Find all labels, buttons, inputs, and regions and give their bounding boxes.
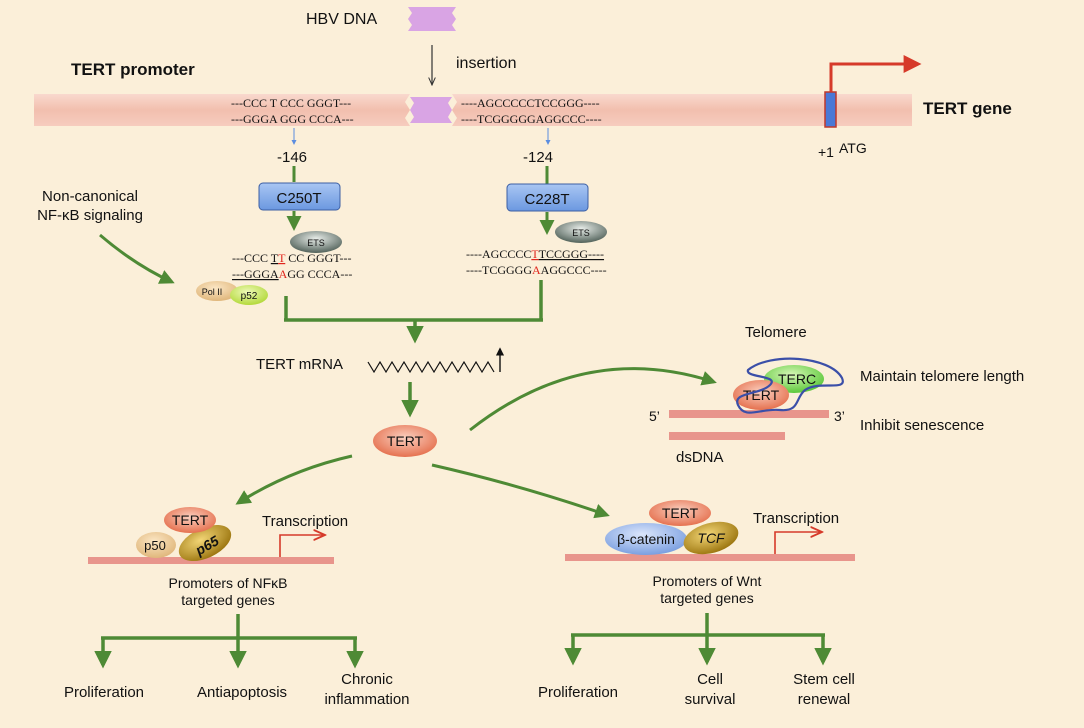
mut-left-top: ---CCC TT CC GGGT---: [232, 251, 352, 265]
wnt-promoters-line1: Promoters of Wnt: [653, 573, 762, 589]
hbv-label: HBV DNA: [306, 11, 377, 28]
maintain-label: Maintain telomere length: [860, 368, 1024, 385]
ets-left-label: ETS: [307, 238, 325, 248]
mut-left-bottom: ---GGGAAGG CCCA---: [232, 267, 352, 281]
inhibit-label: Inhibit senescence: [860, 417, 984, 434]
hbv-inserted: [410, 97, 452, 123]
position-minus124: -124: [523, 149, 553, 166]
wnt-out-cell: Cell: [697, 671, 723, 688]
hbv-dna-fragment: [408, 7, 456, 31]
arrow-to-nfkb: [235, 454, 353, 505]
tert-telomerase-label: TERT: [743, 387, 780, 403]
ets-left: [290, 231, 342, 253]
nfkb-tert-label: TERT: [172, 512, 209, 528]
p52: [230, 285, 268, 305]
tert-mrna-label: TERT mRNA: [256, 356, 343, 373]
wnt-out-renewal: renewal: [798, 691, 851, 708]
wnt-promoter-bar: [565, 554, 855, 561]
seq-right-top: ----AGCCCCCTCCGGG----: [461, 96, 600, 110]
nfkb-p50: [136, 532, 176, 558]
nfkb-promoters-line1: Promoters of NFκB: [168, 575, 287, 591]
insertion-label: insertion: [456, 55, 516, 72]
c250t-label: C250T: [276, 190, 321, 207]
nfkb-p50-label: p50: [144, 538, 166, 553]
p52-label: p52: [241, 291, 258, 302]
wnt-out-survival: survival: [685, 691, 736, 708]
c228t-label: C228T: [524, 191, 569, 208]
atg-label: ATG: [839, 140, 867, 156]
mut-right-top: ----AGCCCCTTCCGGG----: [466, 247, 604, 261]
nfkb-out-inflammation: inflammation: [324, 691, 409, 708]
telomere-strand-bottom: [669, 432, 785, 440]
pol-ii-label: Pol II: [202, 287, 223, 297]
position-minus146: -146: [277, 149, 307, 166]
nfkb-out-proliferation: Proliferation: [64, 684, 144, 701]
ets-right-label: ETS: [572, 228, 590, 238]
wnt-tert: [649, 500, 711, 526]
wnt-tcf-label: TCF: [697, 530, 726, 546]
dsdna-label: dsDNA: [676, 449, 724, 466]
c250t-box: [258, 182, 341, 211]
wnt-tss-arrow: [774, 532, 822, 554]
nfkb-tss-arrow: [279, 535, 325, 557]
c228t-box: [506, 183, 589, 212]
noncanonical-line1: Non-canonical: [42, 188, 138, 205]
wnt-out-proliferation: Proliferation: [538, 684, 618, 701]
nfkb-tert: [164, 507, 216, 533]
telomere-label: Telomere: [745, 324, 807, 341]
wnt-tert-label: TERT: [662, 505, 699, 521]
seq-right-bottom: ----TCGGGGGAGGCCC----: [461, 112, 602, 126]
nfkb-p65: [178, 524, 232, 562]
mut-right-bottom: ----TCGGGGAAGGCCC----: [466, 263, 607, 277]
nfkb-promoter-bar: [88, 557, 334, 564]
seq-left-bottom: ---GGGA GGG CCCA---: [231, 112, 354, 126]
mrna-wave: [367, 360, 495, 374]
five-prime-label: 5’: [649, 408, 660, 424]
nfkb-transcription-label: Transcription: [262, 513, 348, 530]
wnt-promoters-line2: targeted genes: [660, 590, 753, 606]
atg-plus1: +1: [818, 144, 834, 160]
wnt-transcription-label: Transcription: [753, 510, 839, 527]
pol-ii: [196, 281, 238, 301]
tss-arrow: [829, 55, 922, 92]
nfkb-out-antiapoptosis: Antiapoptosis: [197, 684, 287, 701]
tert-protein-label: TERT: [387, 433, 424, 449]
arrow-to-wnt: [431, 463, 610, 519]
chromosome-right: [452, 94, 912, 126]
three-prime-label: 3’: [834, 408, 845, 424]
ets-right: [555, 221, 607, 243]
tert-protein: [373, 425, 437, 457]
tert-promoter-title: TERT promoter: [71, 60, 195, 79]
telomere-strand-top: [669, 410, 829, 418]
wnt-tcf: [683, 521, 739, 555]
noncanonical-line2: NF-κB signaling: [37, 207, 143, 224]
wnt-beta-label: β-catenin: [617, 531, 675, 547]
wnt-out-stemcell: Stem cell: [793, 671, 855, 688]
nfkb-out-chronic: Chronic: [341, 671, 393, 688]
chromosome-left: [34, 94, 410, 126]
atg-marker: [824, 91, 837, 128]
arrow-to-telomere: [469, 367, 717, 432]
tert-gene-title: TERT gene: [923, 99, 1012, 118]
terc-label: TERC: [778, 371, 816, 387]
wnt-beta-catenin: [605, 523, 687, 555]
tert-telomerase: [733, 380, 789, 410]
arrow-noncanonical: [99, 233, 175, 284]
telomere-loop: [736, 357, 844, 414]
nfkb-promoters-line2: targeted genes: [181, 592, 274, 608]
seq-left-top: ---CCC T CCC GGGT---: [231, 96, 351, 110]
